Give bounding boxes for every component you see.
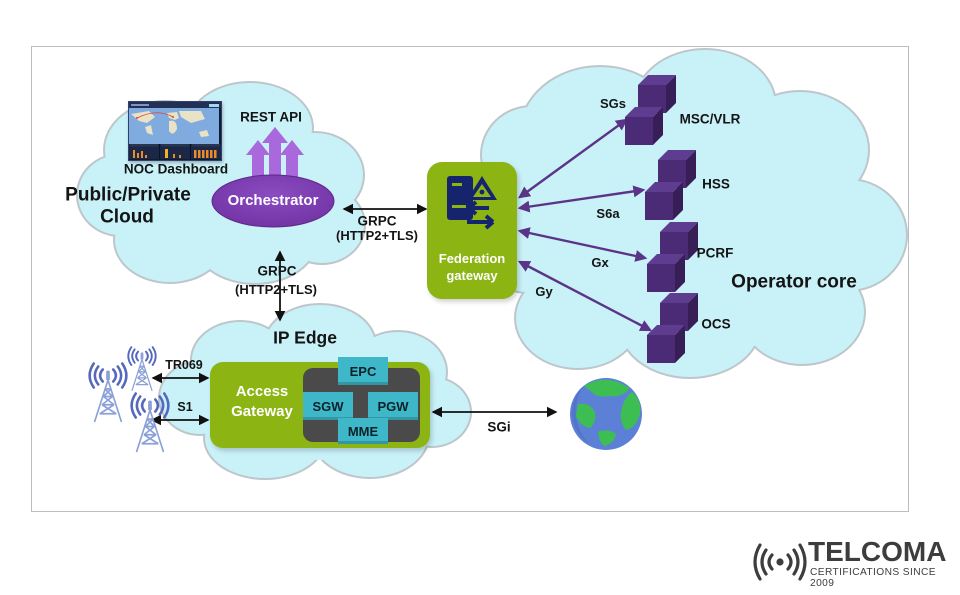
core-links [517, 118, 653, 332]
pcrf-label: PCRF [696, 245, 734, 261]
operator-core-cloud [474, 48, 908, 379]
msc-vlr-label: MSC/VLR [679, 111, 741, 127]
pgw-module: PGW [368, 392, 418, 420]
epc-module: EPC [338, 357, 388, 385]
tr069-interface-label: TR069 [165, 358, 203, 373]
ip-edge-label: IP Edge [273, 327, 337, 348]
federation-gateway-label-line2: gateway [446, 267, 498, 283]
gx-interface-label: Gx [591, 254, 609, 270]
grpc-orch-fed-label-line2: (HTTP2+TLS) [336, 227, 418, 243]
noc-dashboard-label: NOC Dashboard [123, 161, 229, 177]
noc-stat-panels [129, 144, 221, 159]
telcoma-logo-icon [753, 543, 807, 581]
s1-interface-label: S1 [177, 400, 193, 415]
mme-module: MME [338, 418, 388, 444]
gy-interface-label: Gy [535, 283, 553, 299]
grpc-orch-ipedge-label-line2: (HTTP2+TLS) [235, 281, 317, 297]
epc-label: EPC [349, 363, 377, 379]
sgw-label: SGW [312, 398, 344, 414]
noc-world-map [129, 108, 219, 144]
internet-globe-icon [570, 378, 642, 450]
pgw-label: PGW [377, 398, 409, 414]
sgw-module: SGW [303, 392, 353, 420]
noc-titlebar [129, 102, 221, 108]
rest-api-label: REST API [240, 109, 302, 125]
access-gateway-label-line2: Gateway [231, 403, 293, 421]
grpc-orch-ipedge-label-line1: GRPC [257, 263, 297, 279]
ocs-label: OCS [701, 316, 731, 332]
diagram-border [31, 46, 909, 512]
sgs-interface-label: SGs [599, 95, 627, 111]
access-gateway-label-line1: Access [235, 383, 289, 400]
public-private-cloud-label-line2: Cloud [100, 206, 154, 228]
noc-dashboard-screenshot [128, 101, 222, 161]
s6a-interface-label: S6a [596, 205, 620, 221]
federation-gateway-box: Federation gateway [427, 162, 517, 299]
orchestrator-label: Orchestrator [227, 191, 319, 209]
cell-tower-icon [130, 392, 170, 454]
federation-gateway-icon [447, 176, 497, 230]
sgi-interface-label: SGi [487, 419, 511, 435]
hss-label: HSS [702, 176, 730, 192]
black-links [150, 203, 558, 426]
mme-label: MME [347, 423, 379, 439]
orchestrator-node [211, 174, 335, 228]
cell-tower-icon [88, 362, 128, 424]
telcoma-logo-name: TELCOMA [808, 536, 947, 567]
grpc-orch-fed-label-line1: GRPC [357, 213, 397, 229]
telcoma-logo-tagline: CERTIFICATIONS SINCE 2009 [810, 567, 936, 589]
public-private-cloud-label-line1: Public/Private [65, 184, 191, 206]
operator-core-label: Operator core [731, 271, 857, 293]
federation-gateway-label-line1: Federation [438, 250, 506, 266]
cell-tower-icon [127, 346, 157, 392]
